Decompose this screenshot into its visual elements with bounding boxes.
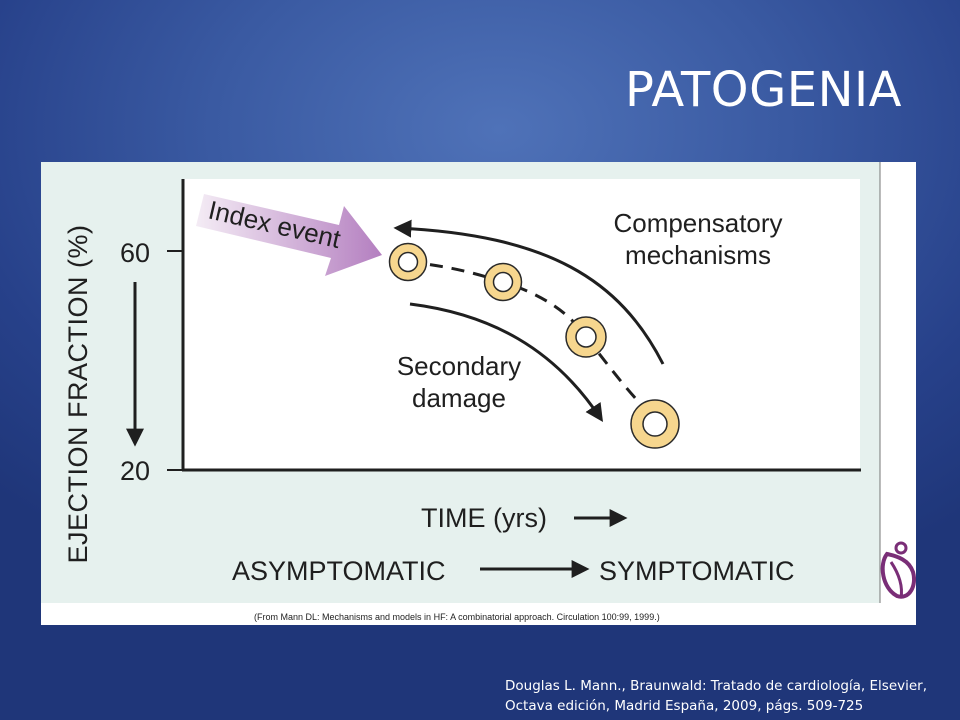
ring-marker-4-outline <box>630 399 680 449</box>
ejection-fraction-diagram: EJECTION FRACTION (%) 60 20 Index event … <box>41 162 916 622</box>
secondary-damage-arrow <box>409 302 603 423</box>
secondary-label-line2: damage <box>412 383 506 413</box>
ejection-fraction-trajectory <box>407 260 655 419</box>
compensatory-label-line2: mechanisms <box>625 240 771 270</box>
compensatory-label-line1: Compensatory <box>613 208 782 238</box>
ring-marker-1-outline <box>388 242 428 282</box>
compensatory-arrow <box>393 219 665 365</box>
y-tick-60: 60 <box>120 238 150 268</box>
stage-symptomatic: SYMPTOMATIC <box>599 556 795 586</box>
y-tick-20: 20 <box>120 456 150 486</box>
secondary-label-line1: Secondary <box>397 351 521 381</box>
ring-marker-4-inner <box>642 411 668 437</box>
y-axis-label: EJECTION FRACTION (%) <box>63 225 93 564</box>
source-note: (From Mann DL: Mechanisms and models in … <box>254 612 660 622</box>
figure-panel: EJECTION FRACTION (%) 60 20 Index event … <box>41 162 916 625</box>
ring-marker-1-inner <box>397 251 419 273</box>
stage-asymptomatic: ASYMPTOMATIC <box>232 556 446 586</box>
x-axis-label: TIME (yrs) <box>421 503 547 533</box>
ring-marker-3-outline <box>565 316 607 358</box>
slide-title: PATOGENIA <box>624 62 902 118</box>
ring-marker-2-outline <box>483 262 523 302</box>
reference-caption: Douglas L. Mann., Braunwald: Tratado de … <box>505 676 945 716</box>
ring-marker-2-inner <box>492 271 514 293</box>
reference-caption-line2: Octava edición, Madrid España, 2009, pág… <box>505 698 864 714</box>
ring-marker-3-inner <box>575 326 597 348</box>
elsevier-logo-icon <box>880 541 916 599</box>
reference-caption-line1: Douglas L. Mann., Braunwald: Tratado de … <box>505 678 928 694</box>
